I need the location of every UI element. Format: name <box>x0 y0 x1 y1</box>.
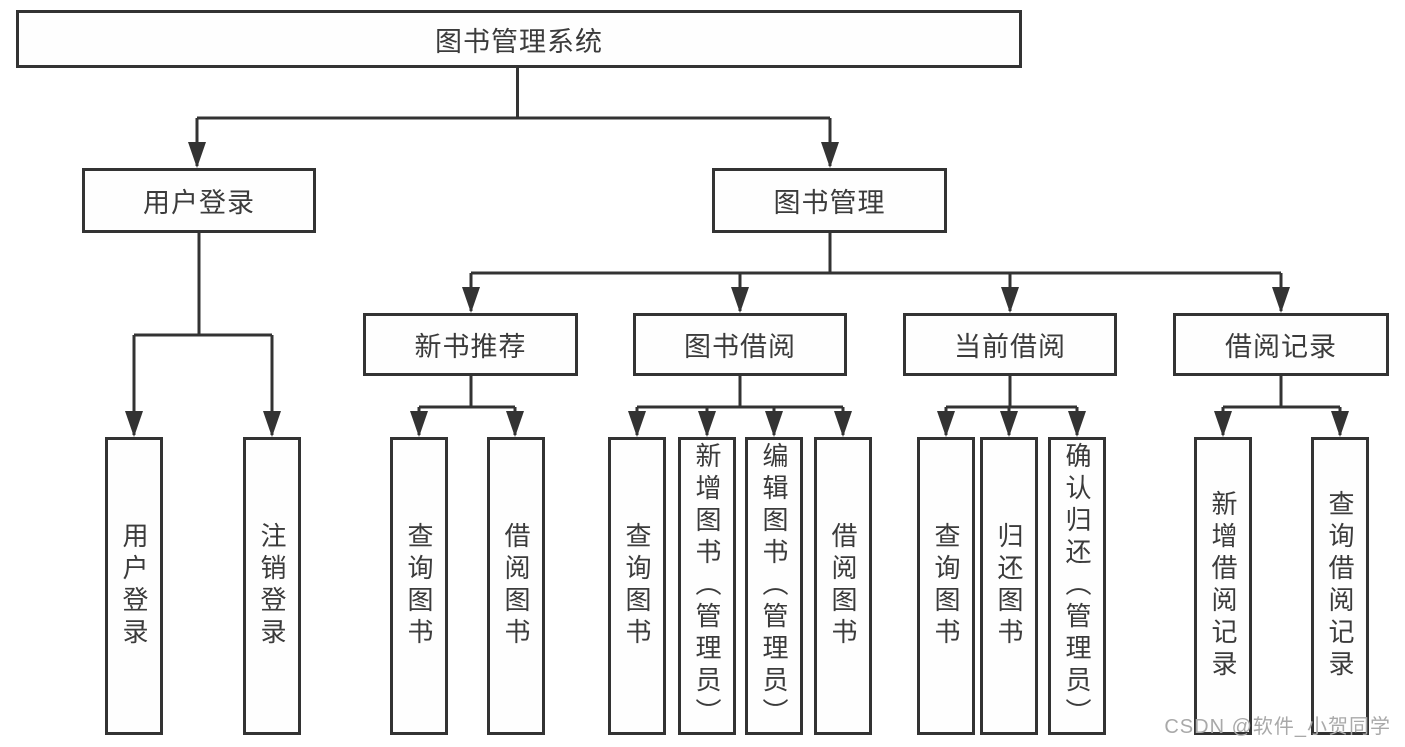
leaf-records-add-record: 新增借阅记录 <box>1194 437 1252 735</box>
leaf-logout: 注销登录 <box>243 437 301 735</box>
node-label: 查询借阅记录 <box>1325 490 1355 682</box>
node-label: 借阅图书 <box>828 522 858 650</box>
leaf-recommend-query-books: 查询图书 <box>390 437 448 735</box>
node-label: 图书借阅 <box>684 332 796 362</box>
node-label: 查询图书 <box>404 522 434 650</box>
node-borrow-records: 借阅记录 <box>1173 313 1389 376</box>
leaf-current-return-books: 归还图书 <box>980 437 1038 735</box>
node-label: 当前借阅 <box>954 332 1066 362</box>
node-label: 归还图书 <box>994 522 1024 650</box>
node-label: 查询图书 <box>622 522 652 650</box>
leaf-borrow-borrow-books: 借阅图书 <box>814 437 872 735</box>
leaf-recommend-borrow-books: 借阅图书 <box>487 437 545 735</box>
node-new-book-recommend: 新书推荐 <box>363 313 578 376</box>
leaf-borrow-add-books-admin: 新增图书（管理员） <box>678 437 736 735</box>
node-label: 图书管理 <box>773 188 886 218</box>
node-label: 注销登录 <box>257 522 287 650</box>
csdn-watermark: CSDN @软件_小贺同学 <box>1164 716 1391 738</box>
leaf-borrow-edit-books-admin: 编辑图书（管理员） <box>745 437 803 735</box>
leaf-records-query-record: 查询借阅记录 <box>1311 437 1369 735</box>
node-current-borrow: 当前借阅 <box>903 313 1117 376</box>
node-label: 用户登录 <box>119 522 149 650</box>
node-label: 借阅图书 <box>501 522 531 650</box>
node-label: 编辑图书（管理员） <box>759 442 789 730</box>
node-book-borrow: 图书借阅 <box>633 313 847 376</box>
node-label: 确认归还（管理员） <box>1062 442 1092 730</box>
node-label: 图书管理系统 <box>435 26 603 57</box>
node-label: 用户登录 <box>143 188 255 218</box>
leaf-current-query-books: 查询图书 <box>917 437 975 735</box>
node-book-management: 图书管理 <box>712 168 947 233</box>
node-label: 新书推荐 <box>414 332 527 362</box>
leaf-current-confirm-return-admin: 确认归还（管理员） <box>1048 437 1106 735</box>
node-root-system: 图书管理系统 <box>16 10 1022 68</box>
node-user-login: 用户登录 <box>82 168 316 233</box>
node-label: 新增借阅记录 <box>1208 490 1238 682</box>
leaf-borrow-query-books: 查询图书 <box>608 437 666 735</box>
node-label: 查询图书 <box>931 522 961 650</box>
node-label: 新增图书（管理员） <box>692 442 722 730</box>
node-label: 借阅记录 <box>1225 332 1337 362</box>
leaf-user-login: 用户登录 <box>105 437 163 735</box>
